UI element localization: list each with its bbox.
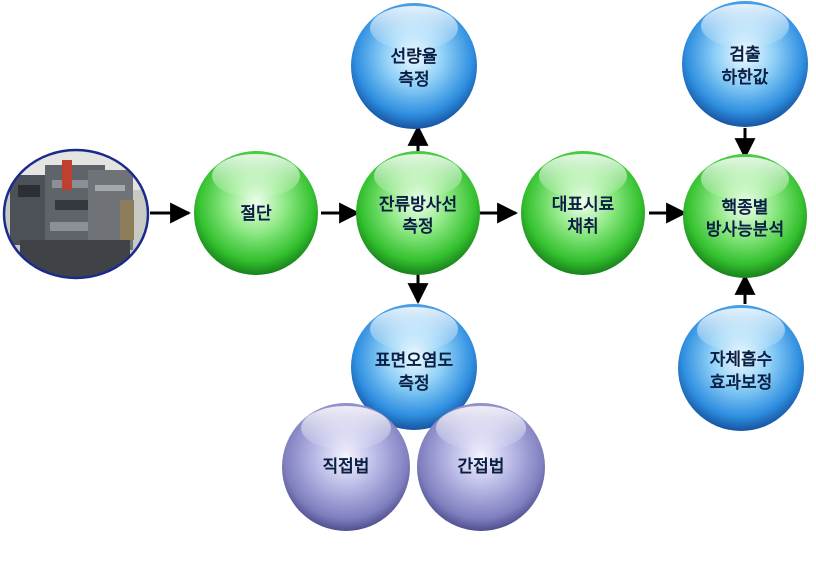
node-sample-label-1: 대표시료 <box>552 195 615 215</box>
node-nuclide-label-1: 핵종별 <box>722 198 769 218</box>
node-cut-label: 절단 <box>240 203 272 224</box>
node-cut: 절단 <box>194 151 318 275</box>
node-residual-label-2: 측정 <box>402 217 433 237</box>
node-residual-label-1: 잔류방사선 <box>379 195 457 215</box>
node-direct-method: 직접법 <box>282 403 410 531</box>
scrap-photo <box>2 148 150 280</box>
node-mda-label-2: 하한값 <box>722 68 769 88</box>
node-dose-rate-label-1: 선량율 <box>391 47 438 67</box>
node-self-absorption: 자체흡수 효과보정 <box>678 305 804 431</box>
node-indirect-method: 간접법 <box>417 403 545 531</box>
node-indirect-label: 간접법 <box>458 457 505 477</box>
node-dose-rate: 선량율 측정 <box>351 3 477 129</box>
node-surface-label-1: 표면오염도 <box>375 351 454 371</box>
node-nuclide-label-2: 방사능분석 <box>706 220 784 240</box>
arrows <box>150 124 756 305</box>
node-representative-sample: 대표시료 채취 <box>521 151 645 275</box>
node-surface-contamination: 표면오염도 측정 <box>351 304 477 430</box>
node-nuclide-analysis: 핵종별 방사능분석 <box>683 154 807 278</box>
node-surface-label-2: 측정 <box>398 374 429 394</box>
node-absorption-label-2: 효과보정 <box>710 373 773 393</box>
node-mda-label-1: 검출 <box>729 45 761 65</box>
node-absorption-label-1: 자체흡수 <box>710 349 773 370</box>
node-direct-label: 직접법 <box>323 457 370 477</box>
node-detection-limit: 검출 하한값 <box>682 1 808 127</box>
node-sample-label-2: 채취 <box>567 216 598 237</box>
node-dose-rate-label-2: 측정 <box>398 70 429 90</box>
node-residual-radiation: 잔류방사선 측정 <box>356 151 480 275</box>
